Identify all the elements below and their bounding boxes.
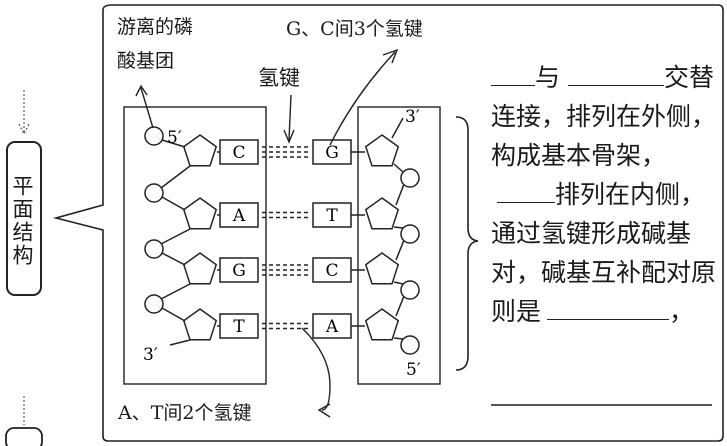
right-phosphate-link-2 xyxy=(393,281,404,285)
left-base-1: A xyxy=(232,206,246,226)
right-5prime-label: 5′ xyxy=(406,360,421,380)
at-bond-arrowhead xyxy=(317,403,331,418)
right-3prime-label: 3′ xyxy=(405,107,420,127)
left-phosphate-2 xyxy=(144,239,164,259)
right-base-2: C xyxy=(325,261,338,281)
left-base-2: G xyxy=(232,261,246,281)
side-label-plane-structure: 平面结构 xyxy=(6,141,42,296)
callout-frame xyxy=(52,4,724,442)
right-base-3: A xyxy=(325,317,339,337)
left-5prime-label: 5′ xyxy=(167,128,182,148)
hydrogen-bond-arrowhead xyxy=(283,129,295,144)
at-bond-arrow xyxy=(301,327,331,411)
right-tail xyxy=(391,117,404,139)
hydrogen-bond-label: 氢键 xyxy=(258,66,300,90)
description-part-4: ， xyxy=(669,297,695,326)
left-base-0: C xyxy=(232,143,245,163)
left-backbone-0 xyxy=(160,165,191,189)
left-strand-box xyxy=(123,106,267,385)
right-phosphate-link-0 xyxy=(393,163,404,173)
left-phosphate-link-3 xyxy=(161,307,186,322)
next-box-edge xyxy=(5,427,43,446)
right-backbone-1 xyxy=(395,183,405,206)
description-part-3: 排列在内侧，通过氢键形成碱基对，碱基互补配对原则是 xyxy=(491,180,717,326)
left-strand: C A G T xyxy=(144,126,259,346)
right-sugar-1 xyxy=(364,197,400,230)
at-bond-label: A、T间2个氢键 xyxy=(118,402,252,424)
free-phosphate-arrowhead xyxy=(135,84,148,97)
gc-bond-arrowhead xyxy=(382,48,399,64)
right-sugar-2 xyxy=(364,252,400,285)
description-text: 与交替连接，排列在外侧，构成基本骨架，排列在内侧，通过氢键形成碱基对，碱基互补配… xyxy=(491,58,723,331)
left-phosphate-link-0 xyxy=(161,139,186,148)
free-phosphate-label: 游离的磷 酸基团 xyxy=(117,14,193,74)
right-brace xyxy=(455,116,479,371)
hydrogen-bond-arrow xyxy=(288,94,292,141)
answer-blank-2 xyxy=(568,61,665,86)
answer-blank-3 xyxy=(497,178,555,203)
left-base-box-2 xyxy=(219,257,259,283)
left-backbone-2 xyxy=(160,283,191,300)
free-phosphate-arrow xyxy=(140,87,154,129)
left-sugar-0 xyxy=(182,134,218,167)
gc-bond-arrow xyxy=(329,51,396,146)
right-sugar-3 xyxy=(364,308,400,341)
description-part-1: 与 xyxy=(535,63,561,92)
gc-bond-label: G、C间3个氢键 xyxy=(286,18,423,40)
free-phosphate-line-1: 游离的磷 xyxy=(117,16,194,38)
left-backbone-1 xyxy=(160,228,191,245)
free-phosphate-line-2: 酸基团 xyxy=(117,50,175,72)
left-base-box-3 xyxy=(219,313,259,339)
left-tail xyxy=(169,339,191,346)
left-phosphate-link-1 xyxy=(161,196,186,211)
right-phosphate-link-3 xyxy=(393,337,404,340)
answer-blank-4 xyxy=(547,295,670,320)
right-phosphate-2 xyxy=(400,280,420,300)
right-strand-box xyxy=(357,106,441,385)
right-phosphate-link-1 xyxy=(393,226,404,229)
left-base-box-0 xyxy=(219,139,259,165)
right-sugar-0 xyxy=(364,134,400,167)
left-phosphate-link-2 xyxy=(161,252,186,266)
description-part-2: 交替连接，排列在外侧，构成基本骨架， xyxy=(491,63,717,170)
answer-blank-1 xyxy=(491,61,535,86)
right-backbone-3 xyxy=(395,295,405,317)
right-strand: G T C A xyxy=(312,117,420,355)
right-backbone-2 xyxy=(395,239,405,261)
right-base-box-3 xyxy=(312,313,352,339)
left-phosphate-1 xyxy=(144,183,164,203)
right-phosphate-0 xyxy=(400,168,420,188)
side-label-top-arrow xyxy=(18,90,30,136)
right-phosphate-3 xyxy=(400,335,420,355)
left-3prime-label: 3′ xyxy=(143,345,158,365)
right-base-0: G xyxy=(325,143,339,163)
left-base-3: T xyxy=(233,317,245,337)
left-base-box-1 xyxy=(219,202,259,228)
right-base-box-2 xyxy=(312,257,352,283)
left-phosphate-3 xyxy=(144,294,164,314)
right-base-1: T xyxy=(326,206,338,226)
left-phosphate-0 xyxy=(144,126,164,146)
left-sugar-3 xyxy=(182,308,218,341)
left-sugar-2 xyxy=(182,252,218,285)
right-phosphate-1 xyxy=(400,224,420,244)
left-sugar-1 xyxy=(182,197,218,230)
hydrogen-bonds xyxy=(262,146,310,330)
